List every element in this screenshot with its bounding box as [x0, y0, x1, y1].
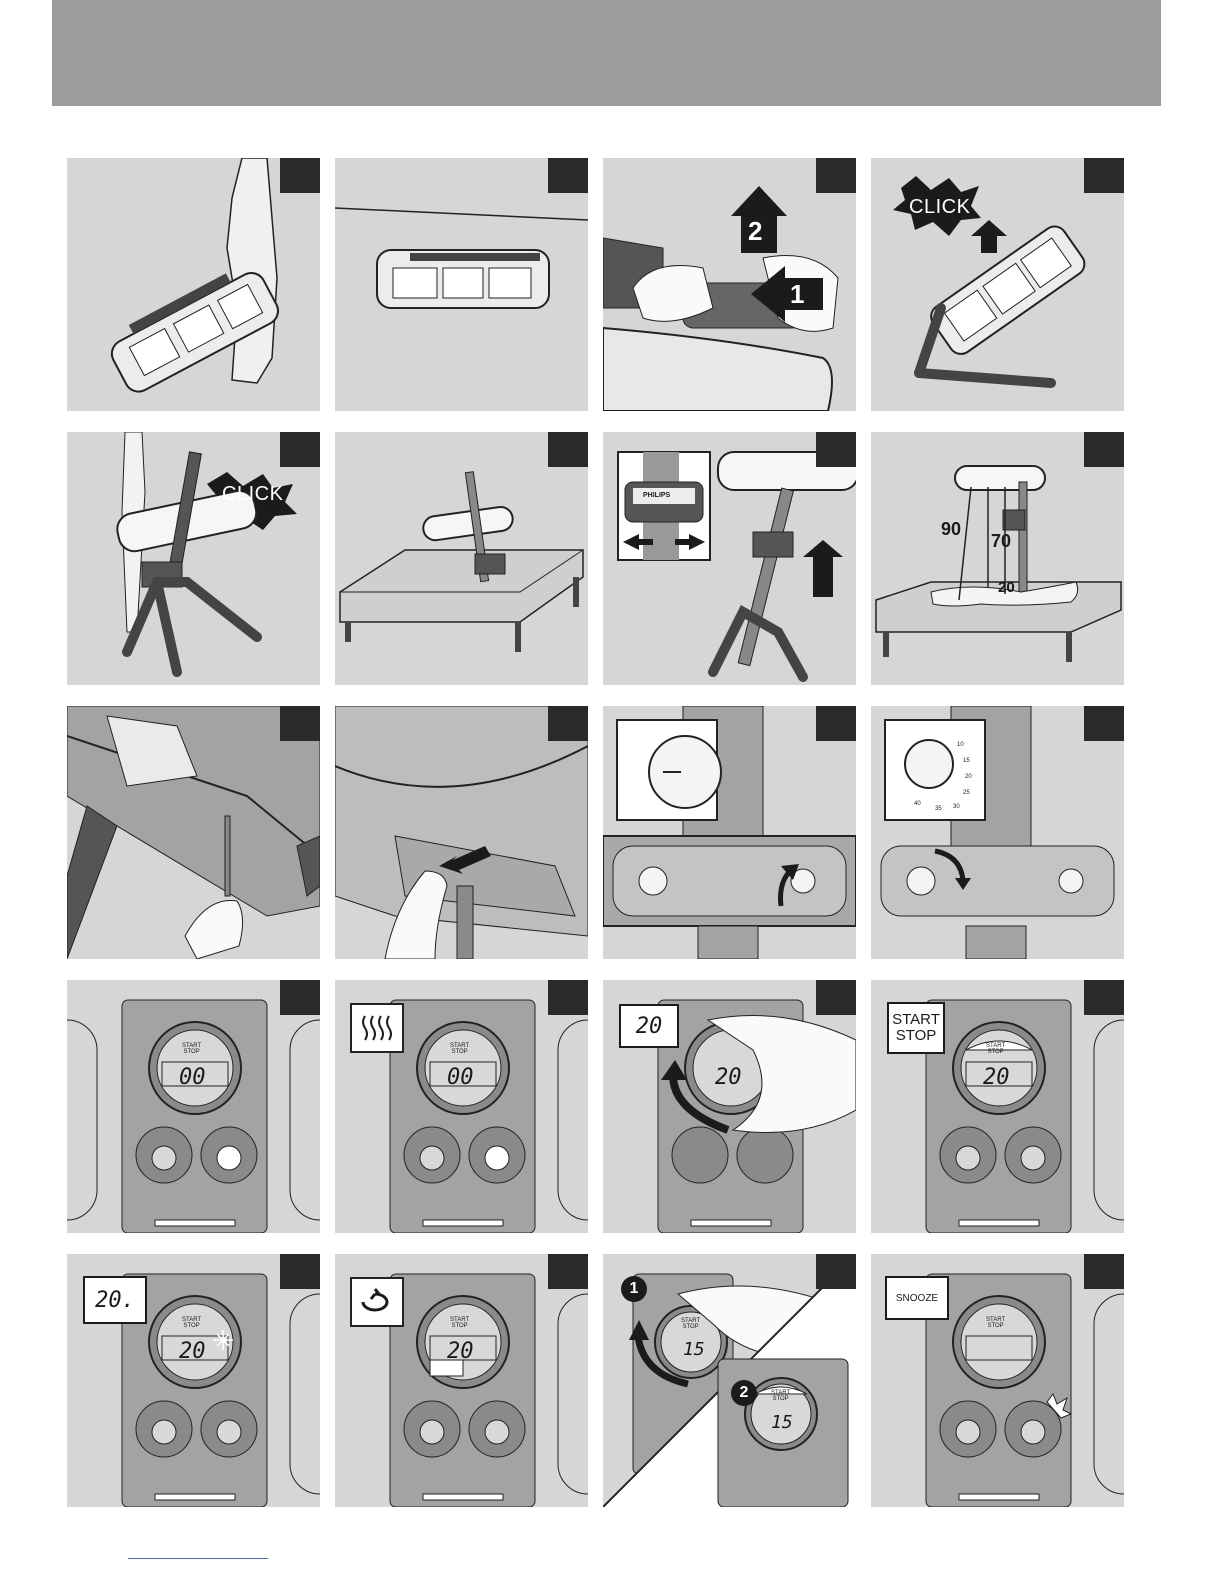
distance-to-person-illustration — [871, 432, 1124, 685]
start-stop-label-2: START STOP — [771, 1390, 790, 1403]
timer-display: 00 — [447, 1067, 474, 1089]
step-number-tab — [816, 158, 856, 193]
step-panel-3: 2 1 — [603, 158, 856, 411]
step-panel-9 — [67, 706, 320, 959]
step-panel-6 — [335, 432, 588, 685]
step-number-tab — [1084, 706, 1124, 741]
step-number-tab — [548, 432, 588, 467]
start-stop-callout: START STOP — [887, 1002, 945, 1054]
step-number-tab — [1084, 1254, 1124, 1289]
arrow-label-1: 1 — [790, 281, 804, 307]
step-panel-17: 20. START STOP 20 — [67, 1254, 320, 1507]
timer-display: 20 — [715, 1067, 742, 1089]
timer-scale-20: 20 — [965, 774, 972, 780]
step-panel-15: 20 20 — [603, 980, 856, 1233]
step-panel-19: 1 2 START STOP 15 START STOP 15 — [603, 1254, 856, 1507]
height-adjust-illustration — [603, 432, 856, 685]
arrow-up — [731, 186, 787, 216]
step-panel-5: CLICK — [67, 432, 320, 685]
control-panel-illustration — [67, 980, 320, 1233]
timer-display: 20 — [447, 1341, 474, 1363]
timer-scale-10: 10 — [957, 742, 964, 748]
start-stop-label: START STOP — [681, 1318, 700, 1331]
step-panel-10 — [335, 706, 588, 959]
control-panel-illustration — [335, 1254, 588, 1507]
step-number-tab — [816, 1254, 856, 1289]
insert-bulb-illustration — [335, 706, 588, 959]
control-panel-illustration — [335, 980, 588, 1233]
distance-label-90: 90 — [941, 520, 961, 538]
device-on-floor-illustration — [335, 158, 588, 411]
timer-display: 20 — [179, 1341, 206, 1363]
select-mode-knob-illustration — [603, 706, 856, 959]
step-number-tab — [1084, 432, 1124, 467]
raise-lamp-illustration — [67, 432, 320, 685]
step-number-tab — [280, 1254, 320, 1289]
step-number-tab — [280, 980, 320, 1015]
step-number-tab — [816, 432, 856, 467]
click-burst-text: CLICK — [909, 197, 970, 217]
step-panel-20: SNOOZE START STOP — [871, 1254, 1124, 1507]
start-stop-label: START STOP — [450, 1317, 469, 1330]
timer-display: 00 — [179, 1067, 206, 1089]
arrow-left — [751, 266, 785, 322]
step-number-tab — [548, 1254, 588, 1289]
timer-scale-15: 15 — [963, 758, 970, 764]
timer-display-1: 15 — [683, 1341, 705, 1359]
step-panel-7: PHILIPS — [603, 432, 856, 685]
step-number-tab — [1084, 158, 1124, 193]
step-panel-14: START STOP 00 — [335, 980, 588, 1233]
step-panel-2 — [335, 158, 588, 411]
step-number-tab — [1084, 980, 1124, 1015]
underside-bulb-illustration — [67, 706, 320, 959]
step-panel-4: CLICK — [871, 158, 1124, 411]
timer-scale-35: 35 — [935, 806, 942, 812]
timer-display: 20 — [983, 1067, 1010, 1089]
step-number-tab — [548, 706, 588, 741]
start-stop-label: START STOP — [986, 1043, 1005, 1056]
step-marker-2: 2 — [731, 1380, 757, 1406]
step-panel-11 — [603, 706, 856, 959]
step-number-tab — [548, 158, 588, 193]
display-callout: 20. — [83, 1276, 147, 1324]
timer-scale-30: 30 — [953, 804, 960, 810]
header-band — [52, 0, 1161, 106]
philips-brand-label: PHILIPS — [643, 492, 670, 499]
arrow-label-2: 2 — [748, 218, 762, 244]
step-panel-13: START STOP 00 — [67, 980, 320, 1233]
carrying-device-illustration — [67, 158, 320, 411]
position-over-bed-illustration — [335, 432, 588, 685]
step-number-tab — [816, 980, 856, 1015]
step-number-tab — [548, 980, 588, 1015]
illustration-grid: 2 1 CLICK — [67, 158, 1124, 1507]
step-panel-8: 90 70 20 — [871, 432, 1124, 685]
timer-display-2: 15 — [771, 1414, 793, 1432]
footer-link-underline — [128, 1558, 268, 1559]
step-panel-18: START STOP 20 — [335, 1254, 588, 1507]
start-stop-label: START STOP — [182, 1317, 201, 1330]
click-burst-text: CLICK — [222, 484, 283, 504]
step-number-tab — [816, 706, 856, 741]
timer-scale-40: 40 — [914, 801, 921, 807]
distance-label-20: 20 — [998, 580, 1015, 595]
step-number-tab — [280, 158, 320, 193]
display-callout: 20 — [619, 1004, 679, 1048]
start-stop-label: START STOP — [182, 1043, 201, 1056]
step-number-tab — [280, 706, 320, 741]
step-panel-12: 40 35 30 25 20 15 10 — [871, 706, 1124, 959]
step-panel-16: START STOP START STOP 20 — [871, 980, 1124, 1233]
set-timer-knob-illustration — [871, 706, 1124, 959]
start-stop-label: START STOP — [450, 1043, 469, 1056]
timer-scale-25: 25 — [963, 790, 970, 796]
distance-label-70: 70 — [991, 532, 1011, 550]
step-marker-1: 1 — [621, 1276, 647, 1302]
snooze-callout: SNOOZE — [885, 1276, 949, 1320]
step-number-tab — [280, 432, 320, 467]
start-stop-label: START STOP — [986, 1317, 1005, 1330]
step-panel-1 — [67, 158, 320, 411]
